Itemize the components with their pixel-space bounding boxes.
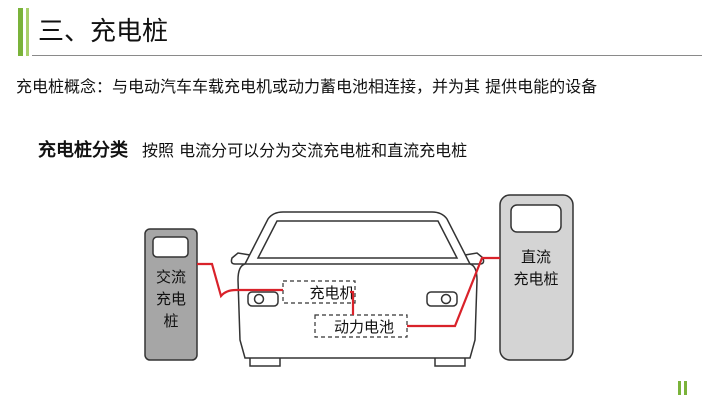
car-left-wheel [249, 358, 281, 367]
title-bar: 三、充电桩 [18, 8, 702, 56]
ac-pile-body [144, 228, 198, 361]
onboard-charger-label: 充电机 [309, 284, 354, 302]
dc-pile-body [499, 194, 574, 361]
classification-description: 按照 电流分可以分为交流充电桩和直流充电桩 [142, 141, 468, 160]
ac-pile-screen [152, 236, 189, 258]
car-left-mirror [230, 252, 251, 265]
page-title: 三、充电桩 [38, 17, 169, 47]
car-body [237, 263, 478, 359]
concept-text: 充电桩概念：与电动汽车车载充电机或动力蓄电池相连接，并为其 提供电能的设备 [16, 77, 598, 96]
dc-cable [407, 256, 500, 328]
charging-cables [197, 256, 500, 328]
dc-charging-pile: 直流 充电桩 [499, 194, 574, 361]
corner-accent-marks [678, 381, 692, 395]
ac-pile-label-2: 充电 [156, 290, 186, 308]
classification-line: 充电桩分类按照 电流分可以分为交流充电桩和直流充电桩 [38, 140, 467, 162]
title-accent-bar [18, 8, 23, 56]
power-battery-label: 动力电池 [334, 318, 394, 336]
corner-accent-mark [684, 381, 687, 395]
car-right-wheel [434, 358, 466, 367]
onboard-charger: 充电机 [282, 280, 356, 304]
onboard-charger-box [282, 280, 356, 304]
ac-cable [197, 262, 283, 299]
power-battery: 动力电池 [314, 314, 408, 338]
ac-pile-label-1: 交流 [156, 268, 186, 286]
car-right-headlight [426, 291, 458, 307]
corner-accent-mark [678, 381, 681, 395]
classification-heading: 充电桩分类 [38, 140, 128, 161]
car-left-headlight [247, 291, 279, 307]
power-battery-box [314, 314, 408, 338]
car-roof [244, 211, 471, 265]
ac-charging-pile: 交流 充电 桩 [144, 228, 198, 361]
title-accent-bar-light [26, 8, 29, 56]
title-underline [32, 55, 702, 56]
car-windshield [256, 220, 459, 259]
dc-pile-label-2: 充电桩 [513, 270, 558, 288]
dc-pile-screen [510, 204, 562, 233]
ac-pile-label-3: 桩 [163, 312, 178, 330]
dc-pile-label-1: 直流 [521, 248, 551, 266]
charger-to-battery-cable [350, 290, 355, 315]
car-right-headlight-lamp [440, 293, 452, 305]
car-left-headlight-lamp [253, 293, 265, 305]
